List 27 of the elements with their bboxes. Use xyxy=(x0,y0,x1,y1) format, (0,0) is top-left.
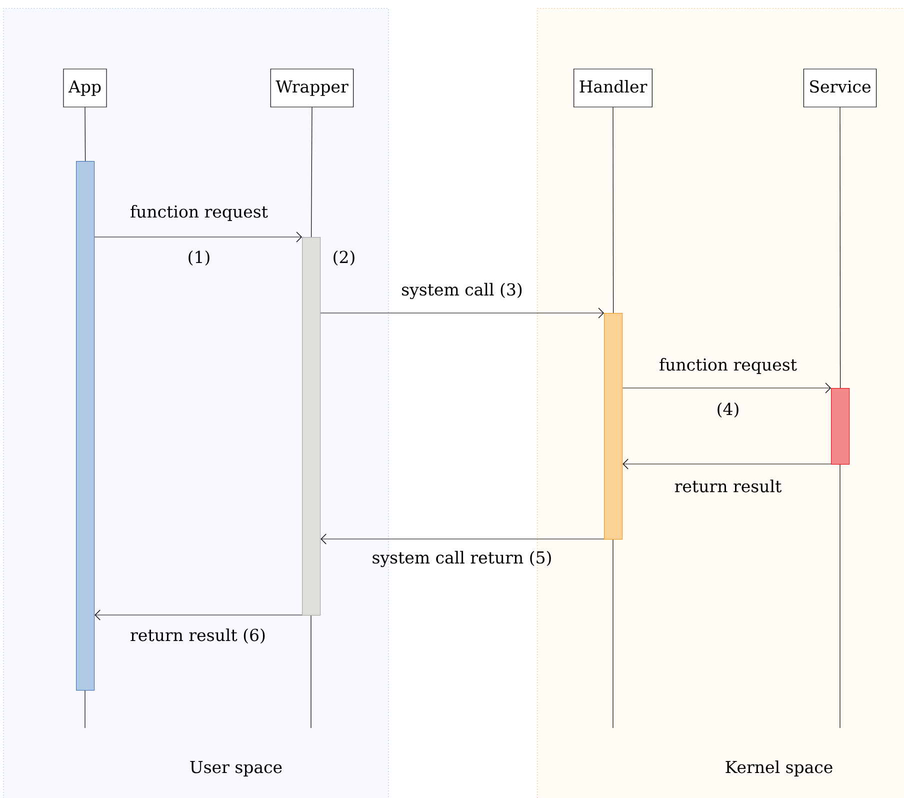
lifeline xyxy=(311,107,312,238)
activation-bar xyxy=(604,313,623,540)
step-number: (2) xyxy=(334,250,354,266)
activation-bar xyxy=(76,161,95,691)
arrow xyxy=(622,382,832,394)
lifeline xyxy=(84,107,86,162)
edge-label: system call return (5) xyxy=(372,550,551,568)
edge-label: function request xyxy=(130,205,268,221)
edge-label: return result (6) xyxy=(130,628,265,644)
participant-box: Handler xyxy=(574,68,652,108)
arrow xyxy=(622,458,832,470)
arrow xyxy=(320,308,604,318)
participant-box: Service xyxy=(803,68,877,108)
edge-label: function request xyxy=(660,358,797,374)
edge-label: system call (3) xyxy=(402,282,522,300)
step-number: (1) xyxy=(188,250,210,266)
activation-bar xyxy=(831,388,850,465)
step-number: (4) xyxy=(718,402,738,418)
arrow xyxy=(94,232,302,242)
arrow xyxy=(94,610,302,620)
lifeline xyxy=(840,107,841,388)
activation-bar xyxy=(302,237,321,616)
edge-label: return result xyxy=(674,480,782,492)
participant-box: Wrapper xyxy=(270,68,354,108)
arrow xyxy=(320,534,604,544)
participant-box: App xyxy=(63,68,107,108)
lifeline xyxy=(612,107,614,314)
